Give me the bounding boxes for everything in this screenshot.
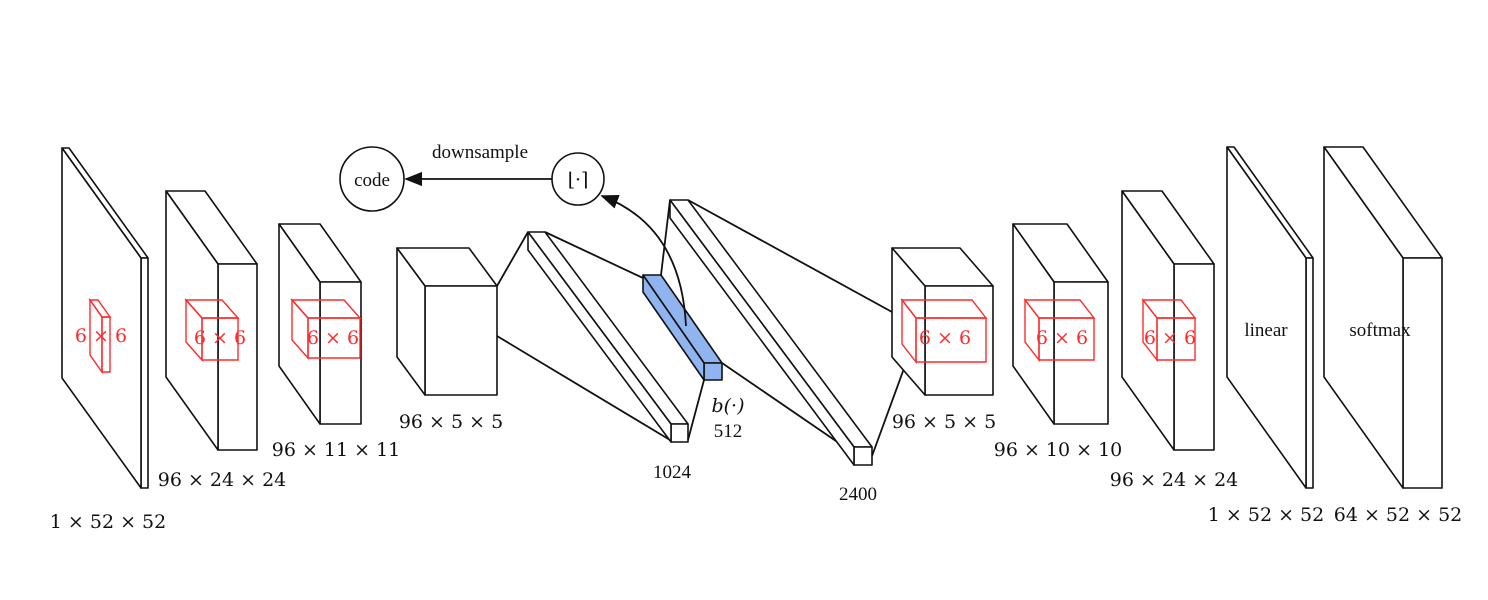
deconv3-kernel-label: 6 × 6 bbox=[1144, 327, 1196, 349]
code-layer-size-label: 512 bbox=[714, 421, 743, 442]
deconv1-kernel-label: 6 × 6 bbox=[919, 327, 971, 349]
linear-op-label: linear bbox=[1244, 320, 1288, 341]
conv2-kernel-label: 6 × 6 bbox=[307, 327, 359, 349]
deconv2-kernel-box bbox=[1023, 297, 1096, 363]
downsample-label: downsample bbox=[432, 142, 528, 163]
connector-fc1-code-top bbox=[544, 231, 644, 279]
code-node bbox=[339, 146, 405, 212]
conv1-block bbox=[165, 190, 258, 451]
connector-code-fc2-bottom bbox=[721, 362, 853, 453]
softmax-block bbox=[1323, 146, 1443, 489]
linear-size-label: 1 × 52 × 52 bbox=[1208, 504, 1324, 526]
connector-conv3-fc1-top bbox=[496, 231, 529, 287]
deconv3-size-label: 96 × 24 × 24 bbox=[1110, 469, 1239, 491]
conv2-size-label: 96 × 11 × 11 bbox=[272, 439, 401, 461]
deconv1-block bbox=[891, 247, 994, 396]
fc1-size-label: 1024 bbox=[653, 462, 692, 483]
code-node-label: code bbox=[354, 170, 390, 191]
connector-conv3-fc1-bottom bbox=[496, 335, 671, 441]
fc2-bar bbox=[669, 199, 873, 466]
code-layer-bar bbox=[642, 274, 723, 381]
softmax-op-label: softmax bbox=[1349, 320, 1411, 341]
fc1-bar bbox=[527, 231, 689, 443]
conv1-size-label: 96 × 24 × 24 bbox=[158, 469, 287, 491]
input-layer-slab bbox=[61, 147, 149, 489]
deconv1-kernel-box bbox=[900, 297, 988, 365]
connector-fc1-code-bottom bbox=[687, 379, 705, 441]
conv3-size-label: 96 × 5 × 5 bbox=[399, 411, 503, 433]
conv2-kernel-box bbox=[290, 298, 362, 360]
input-kernel-box bbox=[88, 297, 112, 375]
deconv3-block bbox=[1121, 190, 1215, 451]
deconv1-size-label: 96 × 5 × 5 bbox=[892, 411, 996, 433]
conv1-kernel-label: 6 × 6 bbox=[194, 327, 246, 349]
connector-fc2-deconv1-top bbox=[687, 199, 893, 313]
deconv2-kernel-label: 6 × 6 bbox=[1036, 327, 1088, 349]
deconv3-kernel-box bbox=[1141, 297, 1197, 363]
conv3-block bbox=[396, 247, 498, 396]
connector-code-fc2-top bbox=[660, 199, 671, 276]
conv2-block bbox=[278, 223, 362, 425]
linear-layer-slab bbox=[1226, 146, 1314, 489]
floor-node-symbol: ⌊·⌉ bbox=[568, 169, 589, 191]
code-layer-fn-label: b(·) bbox=[711, 395, 744, 417]
softmax-size-label: 64 × 52 × 52 bbox=[1334, 504, 1463, 526]
conv1-kernel-box bbox=[184, 298, 240, 362]
input-size-label: 1 × 52 × 52 bbox=[50, 511, 166, 533]
fc2-size-label: 2400 bbox=[839, 484, 877, 505]
input-kernel-label: 6 × 6 bbox=[75, 325, 127, 347]
deconv2-size-label: 96 × 10 × 10 bbox=[994, 439, 1123, 461]
